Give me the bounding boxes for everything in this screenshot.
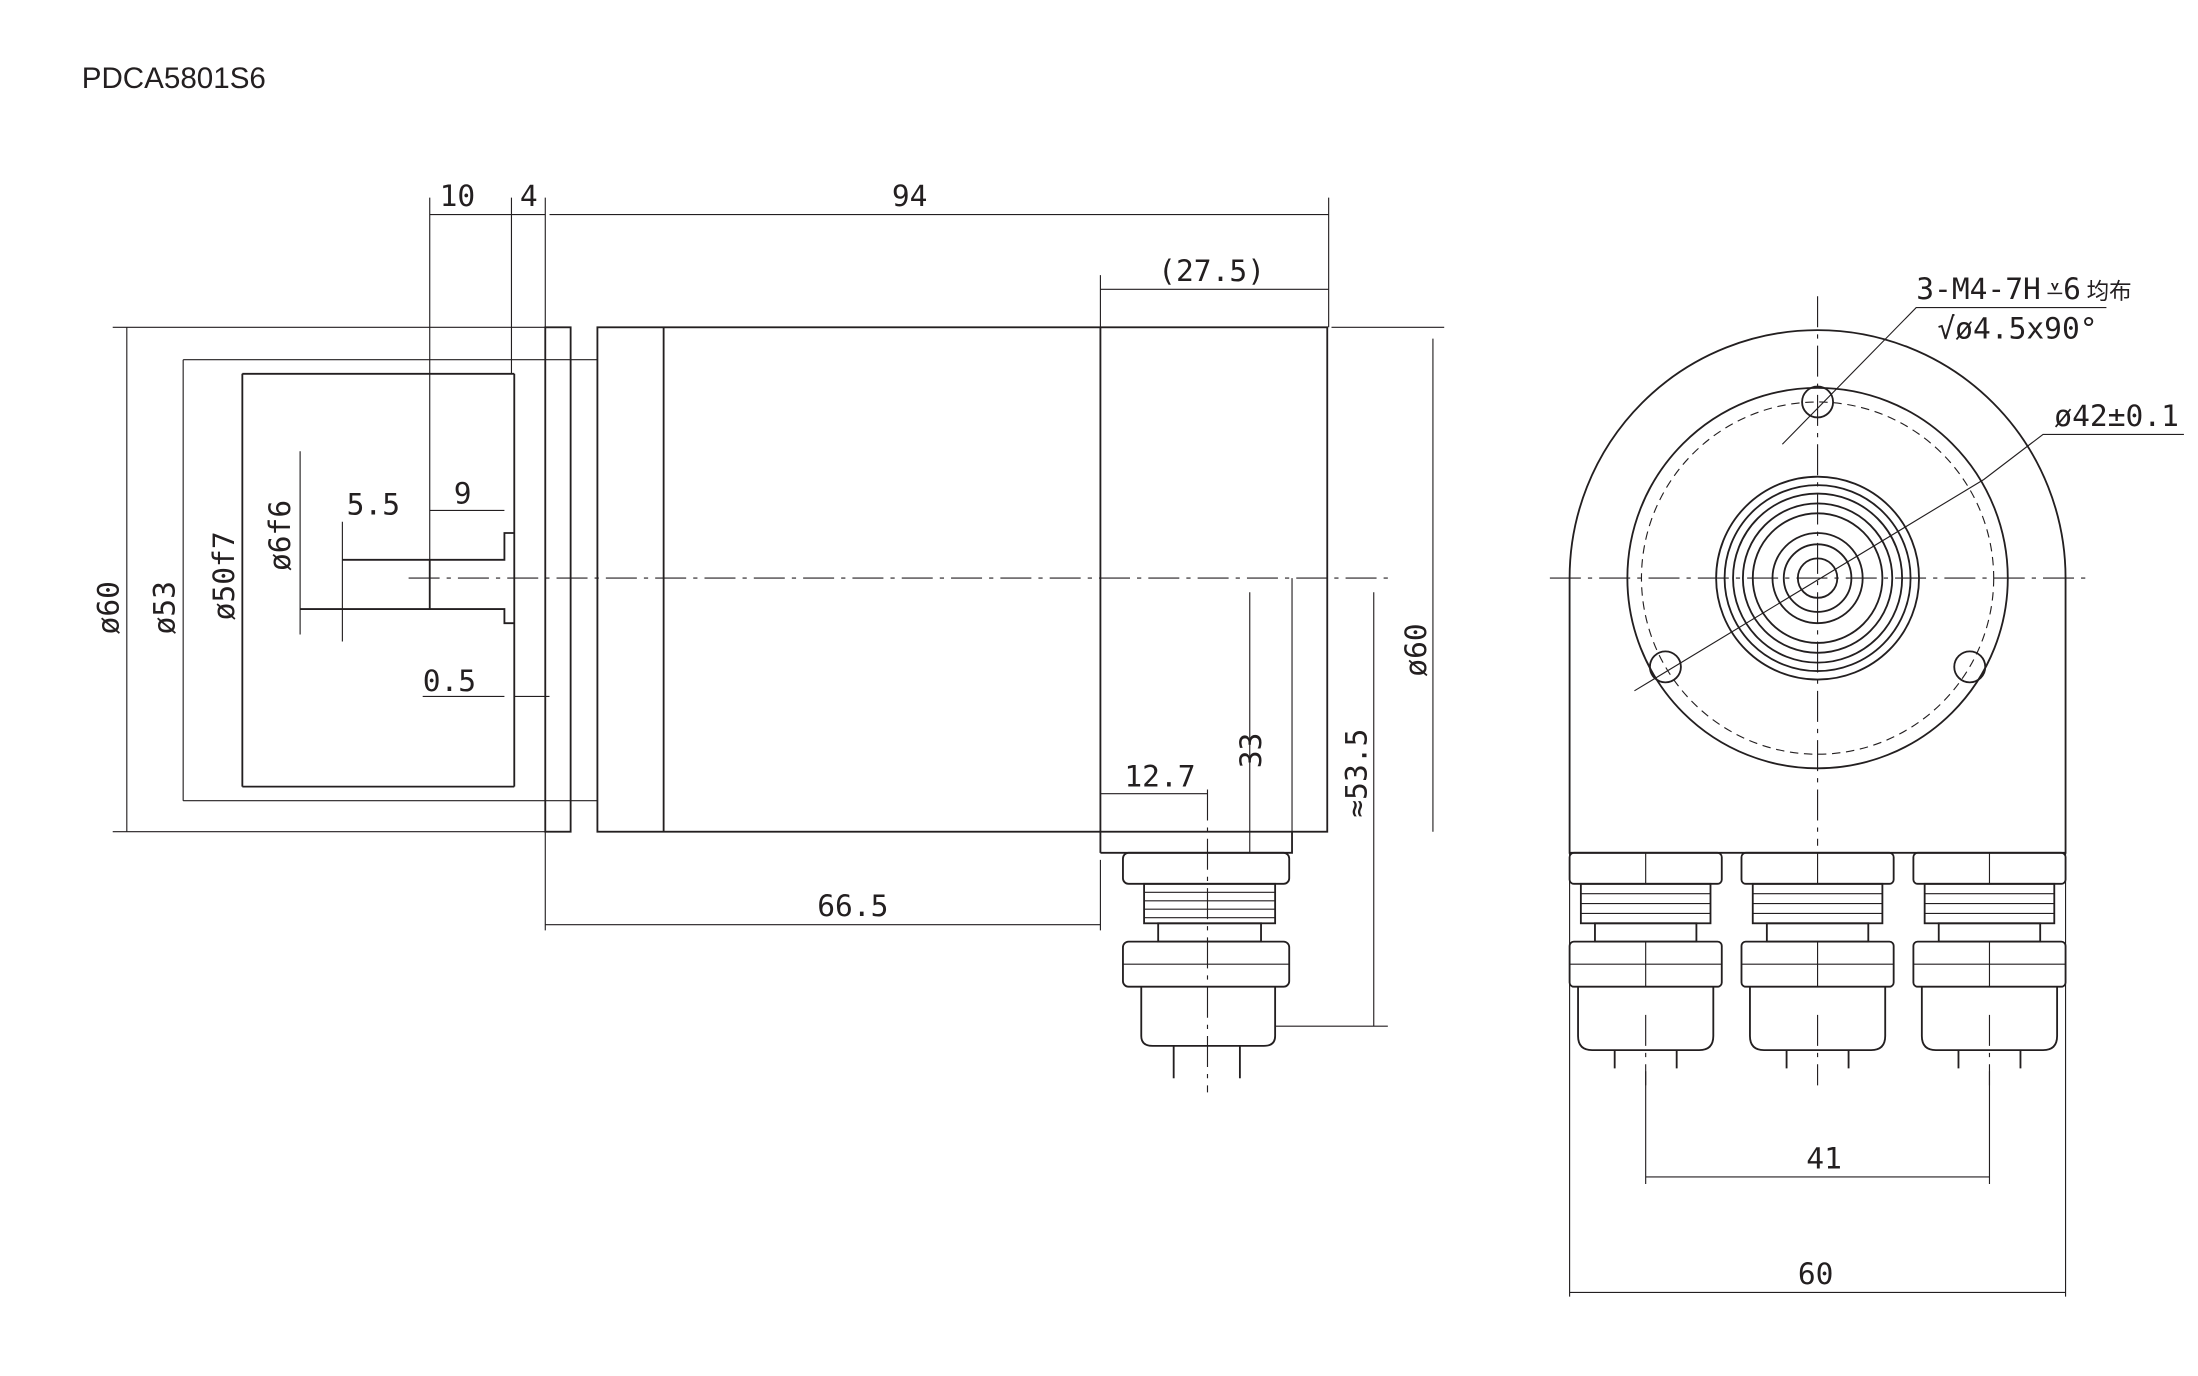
dim-0-5: 0.5 — [423, 664, 476, 698]
dim-12-7: 12.7 — [1124, 760, 1195, 794]
cable-gland-front — [1740, 851, 1895, 1086]
dim-dia60-left: ø60 — [91, 581, 125, 634]
dim-4: 4 — [520, 179, 538, 213]
front-housing — [1568, 329, 2067, 854]
dim-33: 33 — [1234, 733, 1268, 769]
dim-60: 60 — [1798, 1257, 1834, 1291]
countersink-spec: √ø4.5x90° — [1937, 312, 2097, 346]
dim-dia50f7: ø50f7 — [207, 531, 241, 620]
dim-10: 10 — [440, 179, 476, 213]
pitch-circle-spec: ø42±0.1 — [2054, 399, 2179, 433]
cable-gland-front — [1912, 851, 2067, 1086]
dim-27-5: (27.5) — [1158, 254, 1265, 288]
dim-41: 41 — [1806, 1141, 1842, 1175]
cable-gland-front — [1568, 851, 1723, 1086]
housing-body — [596, 326, 1329, 833]
dim-53-5: ≈53.5 — [1340, 729, 1374, 818]
dim-dia53: ø53 — [148, 581, 182, 634]
dim-94: 94 — [892, 179, 928, 213]
dim-dia60-right: ø60 — [1399, 623, 1433, 676]
mount-hole — [1648, 650, 1682, 684]
mount-hole — [1953, 650, 1987, 684]
flange — [544, 326, 572, 833]
dim-66-5: 66.5 — [817, 889, 888, 923]
side-view: 10 4 94 (27.5) ø60 ø53 ø50f7 ø6f6 5.5 9 … — [91, 179, 1445, 1093]
dim-5-5: 5.5 — [347, 488, 400, 522]
drawing-title: PDCA5801S6 — [82, 62, 266, 95]
dim-9: 9 — [454, 476, 472, 510]
dim-dia6f6: ø6f6 — [263, 500, 297, 571]
cable-gland-side — [1122, 789, 1291, 1093]
